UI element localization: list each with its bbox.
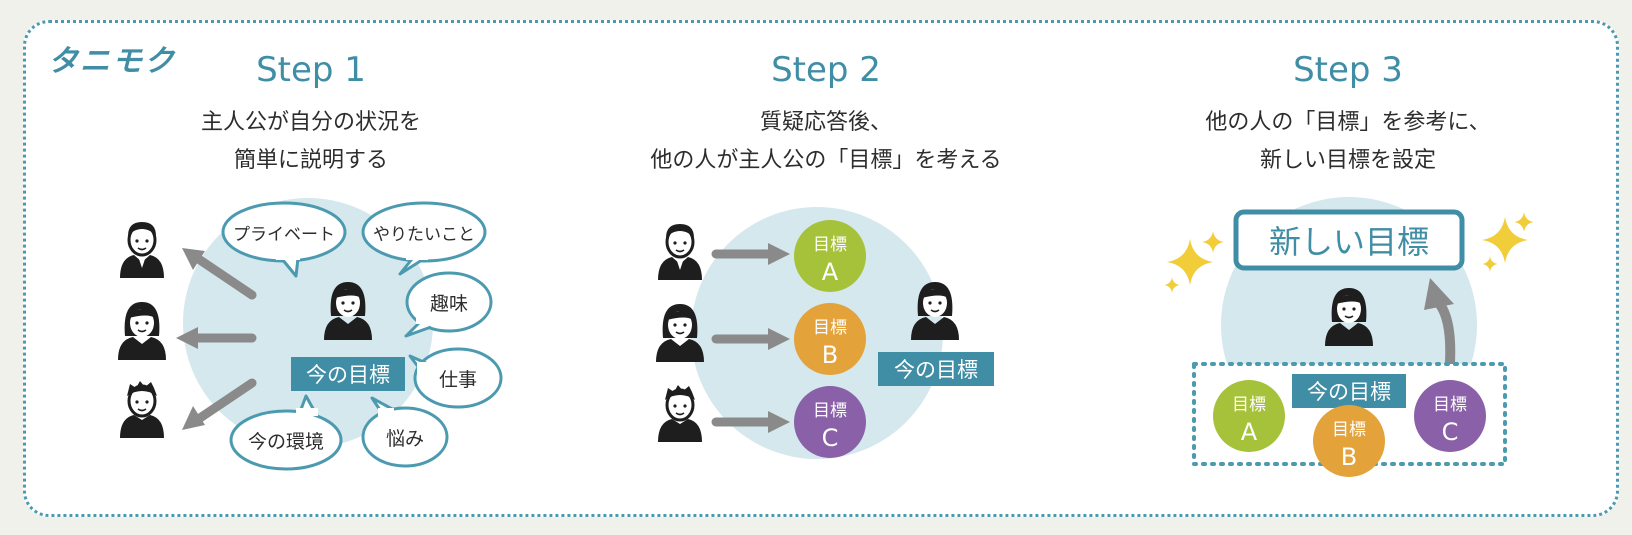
new-goal-text: 新しい目標 xyxy=(1269,223,1429,261)
sparkle-icon xyxy=(1482,256,1498,272)
step1-title: Step 1 xyxy=(256,50,366,90)
sparkle-icon xyxy=(1166,238,1214,286)
bubble-environment: 今の環境 xyxy=(248,431,324,453)
step1-current-goal-label xyxy=(291,357,405,391)
step3-description: 他の人の「目標」を参考に、 新しい目標を設定 xyxy=(1118,104,1578,180)
goal-a-word: 目標 xyxy=(813,235,847,255)
step1-illustration: 今の目標 xyxy=(117,198,503,471)
goal-a-circle xyxy=(794,220,866,292)
goal-c-circle xyxy=(794,386,866,458)
step3-current-goal-label xyxy=(1292,374,1406,408)
step2-description: 質疑応答後、 他の人が主人公の「目標」を考える xyxy=(596,104,1056,180)
person-icon xyxy=(118,220,166,280)
speech-bubble xyxy=(361,406,449,468)
step2-desc-line2: 他の人が主人公の「目標」を考える xyxy=(650,148,1002,173)
bubble-private: プライベート xyxy=(233,225,335,245)
goal-b-circle xyxy=(1313,405,1385,477)
brand-title: タニモク xyxy=(48,44,176,79)
sparkle-icon xyxy=(1164,277,1180,293)
step1-desc-line1: 主人公が自分の状況を xyxy=(200,110,421,135)
goal-b-word: 目標 xyxy=(813,318,847,338)
step1-desc-line2: 簡単に説明する xyxy=(233,148,388,173)
step3-current-goal-text: 今の目標 xyxy=(1307,380,1391,404)
goal-b-circle xyxy=(794,303,866,375)
goal-b-letter: B xyxy=(822,341,838,369)
step3-desc-line2: 新しい目標を設定 xyxy=(1259,148,1436,173)
goal-c-word: 目標 xyxy=(813,401,847,421)
step3-desc-line1: 他の人の「目標」を参考に、 xyxy=(1205,110,1491,135)
step1-current-goal-text: 今の目標 xyxy=(306,363,390,387)
person-icon xyxy=(117,301,167,361)
bubble-hobby: 趣味 xyxy=(430,293,468,315)
person-icon xyxy=(656,222,704,282)
step2-current-goal-text: 今の目標 xyxy=(894,358,978,382)
arrow-right-icon xyxy=(768,243,790,265)
step3-title: Step 3 xyxy=(1293,50,1403,90)
goal-b-word: 目標 xyxy=(1332,420,1366,440)
sparkle-icon xyxy=(1514,212,1534,232)
arrow-head-icon xyxy=(176,327,198,349)
arrow-head-icon xyxy=(182,406,205,430)
bubble-worries: 悩み xyxy=(386,428,424,450)
person-icon xyxy=(118,379,166,440)
speech-bubble xyxy=(413,347,503,409)
new-goal-box xyxy=(1233,209,1465,271)
step1-arrows xyxy=(193,255,257,423)
arrow-head-icon xyxy=(182,248,205,270)
arrow-up-icon xyxy=(1424,278,1454,310)
step2-desc-line1: 質疑応答後、 xyxy=(759,110,892,135)
goal-a-circle xyxy=(1213,380,1285,452)
goal-a-word: 目標 xyxy=(1232,395,1266,415)
speech-bubble xyxy=(229,409,343,471)
goal-c-word: 目標 xyxy=(1433,395,1467,415)
step2-illustration: 目標 A 目標 B 目標 C 今の目標 xyxy=(655,207,994,459)
goal-a-letter: A xyxy=(822,258,839,286)
step1-description: 主人公が自分の状況を 簡単に説明する xyxy=(81,104,541,180)
speech-bubble xyxy=(361,201,487,263)
goal-c-letter: C xyxy=(1442,418,1459,446)
person-icon xyxy=(656,383,704,444)
sparkle-icon xyxy=(1202,231,1224,253)
goal-a-letter: A xyxy=(1241,418,1258,446)
goal-c-letter: C xyxy=(822,424,839,452)
goal-c-circle xyxy=(1414,380,1486,452)
arrow-right-icon xyxy=(768,411,790,433)
step2-title: Step 2 xyxy=(771,50,881,90)
bubble-want-to-do: やりたいこと xyxy=(373,225,475,245)
step3-illustration: 新しい目標 今の目標 目標 A 目標 B 目標 C xyxy=(1164,197,1534,477)
arrow-right-icon xyxy=(768,328,790,350)
goal-b-letter: B xyxy=(1341,443,1357,471)
step2-current-goal-label xyxy=(878,352,994,386)
bubble-work: 仕事 xyxy=(439,369,477,391)
